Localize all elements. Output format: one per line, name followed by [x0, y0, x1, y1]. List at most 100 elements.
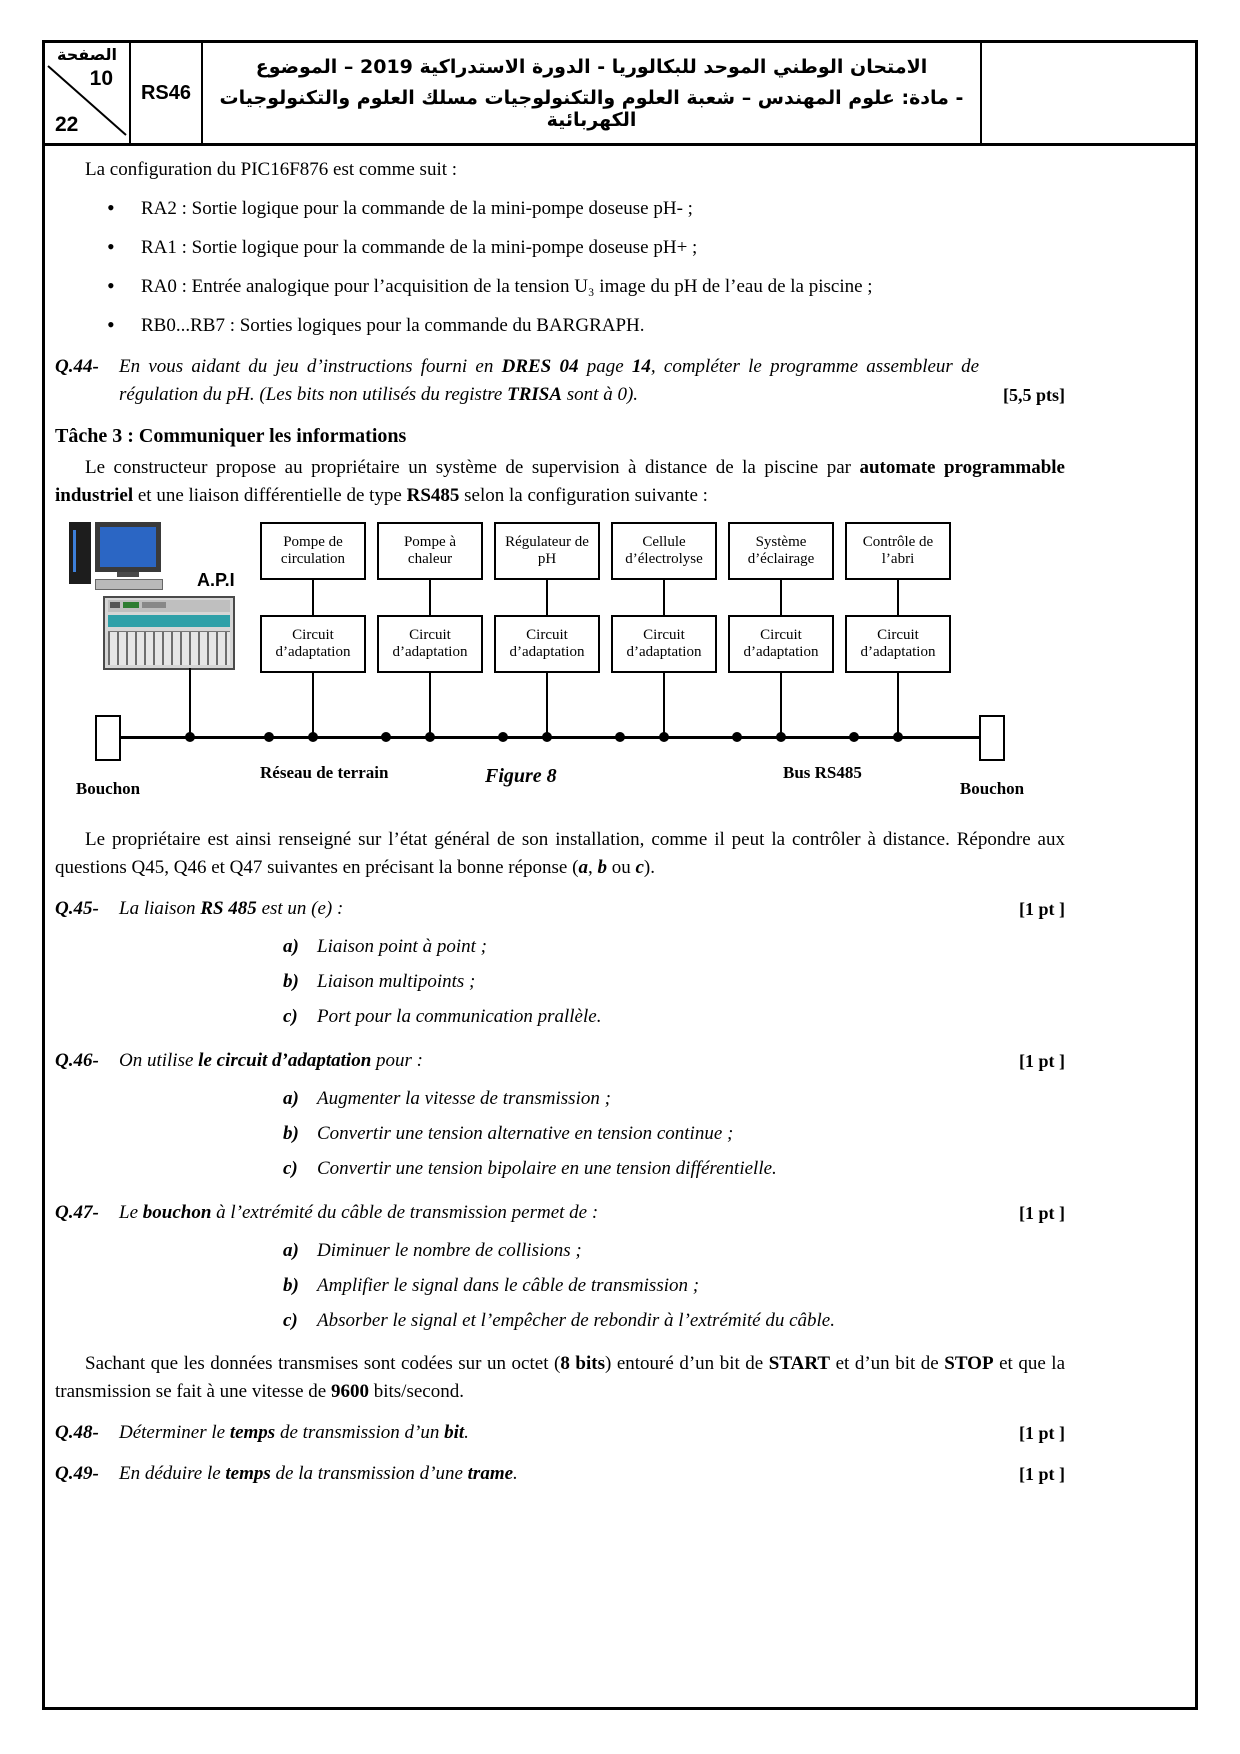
plc-terminal-blocks — [108, 631, 230, 665]
exam-code: RS46 — [131, 43, 203, 143]
connector-line — [546, 580, 548, 615]
q45-points: [1 pt ] — [1019, 899, 1065, 919]
exam-title: الامتحان الوطني الموحد للبكالوريا - الدو… — [203, 43, 982, 143]
exam-header: الصفحة 10 22 RS46 الامتحان الوطني الموحد… — [45, 43, 1195, 146]
plc-icon — [103, 596, 235, 670]
q45-options: a) Liaison point à point ; b) Liaison mu… — [283, 929, 1065, 1034]
option-text: Liaison multipoints ; — [317, 971, 476, 992]
device-box-systeme-eclairage: Système d’éclairage — [728, 522, 834, 580]
option-letter: a) — [283, 1088, 299, 1109]
connector-line — [663, 580, 665, 615]
option-letter: b) — [283, 1275, 299, 1296]
page-frame: الصفحة 10 22 RS46 الامتحان الوطني الموحد… — [42, 40, 1198, 1710]
option-text: Amplifier le signal dans le câble de tra… — [317, 1275, 700, 1296]
plc-chip — [123, 602, 139, 608]
option-letter: c) — [283, 1158, 298, 1179]
bouchon-label-right: Bouchon — [959, 779, 1025, 798]
bus-drop-line — [546, 673, 548, 737]
bus-junction-dot — [498, 732, 508, 742]
header-spacer — [982, 43, 1195, 143]
page-number: 10 — [89, 67, 113, 90]
q46-points: [1 pt ] — [1019, 1051, 1065, 1071]
q48-label: Q.48- — [55, 1422, 99, 1443]
q47-points: [1 pt ] — [1019, 1203, 1065, 1223]
q46-label: Q.46- — [55, 1050, 99, 1071]
q47-row: Q.47- Le bouchon à l’extrémité du câble … — [55, 1199, 1065, 1227]
connector-line — [897, 580, 899, 615]
device-box-controle-abri: Contrôle de l’abri — [845, 522, 951, 580]
q47-label: Q.47- — [55, 1202, 99, 1223]
bus-drop-line — [663, 673, 665, 737]
q46-options: a) Augmenter la vitesse de transmission … — [283, 1081, 1065, 1186]
monitor-stand — [117, 572, 139, 577]
terminator-left — [95, 715, 121, 761]
option-text: Liaison point à point ; — [317, 936, 487, 957]
adapter-box: Circuit d’adaptation — [611, 615, 717, 673]
option-a: a) Augmenter la vitesse de transmission … — [283, 1081, 1065, 1116]
device-box-cellule-electrolyse: Cellule d’électrolyse — [611, 522, 717, 580]
bus-junction-dot — [381, 732, 391, 742]
option-text: Diminuer le nombre de collisions ; — [317, 1240, 582, 1261]
adapter-box: Circuit d’adaptation — [494, 615, 600, 673]
bus-junction-dot — [308, 732, 318, 742]
bus-junction-dot — [659, 732, 669, 742]
task3-intro: Le constructeur propose au propriétaire … — [55, 457, 1065, 506]
device-box-pompe-chaleur: Pompe à chaleur — [377, 522, 483, 580]
q49-points: [1 pt ] — [1019, 1464, 1065, 1484]
page-total: 22 — [55, 113, 79, 136]
pic-config-list: RA2 : Sortie logique pour la commande de… — [55, 194, 1065, 340]
bus-junction-dot — [849, 732, 859, 742]
bus-junction-dot — [893, 732, 903, 742]
bus-junction-dot — [542, 732, 552, 742]
supervision-paragraph: Le propriétaire est ainsi renseigné sur … — [55, 829, 1065, 878]
option-b: b) Convertir une tension alternative en … — [283, 1116, 1065, 1151]
monitor-screen — [100, 527, 156, 567]
q49-text: En déduire le temps de la transmission d… — [119, 1463, 518, 1484]
option-letter: b) — [283, 1123, 299, 1144]
task3-heading: Tâche 3 : Communiquer les informations — [55, 425, 407, 447]
q48-row: Q.48- Déterminer le temps de transmissio… — [55, 1419, 1065, 1447]
bus-drop-line — [312, 673, 314, 737]
page-number-cell: الصفحة 10 22 — [45, 43, 131, 143]
q45-text: La liaison RS 485 est un (e) : — [119, 898, 344, 919]
page-number-box: 10 22 — [45, 65, 129, 139]
page-content: La configuration du PIC16F876 est comme … — [45, 146, 1065, 1488]
device-box-pompe-circulation: Pompe de circulation — [260, 522, 366, 580]
option-letter: a) — [283, 1240, 299, 1261]
adapter-box: Circuit d’adaptation — [728, 615, 834, 673]
option-letter: a) — [283, 936, 299, 957]
bus-junction-dot — [425, 732, 435, 742]
api-bus-drop-line — [189, 668, 191, 737]
q45-label: Q.45- — [55, 898, 99, 919]
option-text: Absorber le signal et l’empêcher de rebo… — [317, 1310, 835, 1331]
q46-row: Q.46- On utilise le circuit d’adaptation… — [55, 1047, 1065, 1075]
bus-drop-line — [897, 673, 899, 737]
plc-led-band — [108, 615, 230, 627]
computer-tower-icon — [69, 522, 91, 584]
q49-label: Q.49- — [55, 1463, 99, 1484]
config-item: RB0...RB7 : Sorties logiques pour la com… — [55, 311, 1065, 340]
option-a: a) Liaison point à point ; — [283, 929, 1065, 964]
device-box-regulateur-ph: Régulateur de pH — [494, 522, 600, 580]
bus-junction-dot — [732, 732, 742, 742]
plc-chip — [110, 602, 120, 608]
option-a: a) Diminuer le nombre de collisions ; — [283, 1233, 1065, 1268]
bus-junction-dot — [264, 732, 274, 742]
terminator-right — [979, 715, 1005, 761]
adapter-box: Circuit d’adaptation — [845, 615, 951, 673]
keyboard-icon — [95, 579, 163, 590]
option-letter: c) — [283, 1310, 298, 1331]
exam-title-line1: الامتحان الوطني الموحد للبكالوريا - الدو… — [255, 55, 928, 78]
network-label: Réseau de terrain — [260, 763, 389, 782]
q47-text: Le bouchon à l’extrémité du câble de tra… — [119, 1202, 599, 1223]
option-text: Augmenter la vitesse de transmission ; — [317, 1088, 611, 1109]
figure-caption: Figure 8 — [485, 765, 557, 787]
option-b: b) Amplifier le signal dans le câble de … — [283, 1268, 1065, 1303]
connector-line — [312, 580, 314, 615]
adapter-box: Circuit d’adaptation — [377, 615, 483, 673]
page-word-label: الصفحة — [56, 45, 117, 64]
q44-text: En vous aidant du jeu d’instructions fou… — [119, 356, 979, 405]
q48-text: Déterminer le temps de transmission d’un… — [119, 1422, 469, 1443]
bus-junction-dot — [615, 732, 625, 742]
option-text: Convertir une tension alternative en ten… — [317, 1123, 734, 1144]
